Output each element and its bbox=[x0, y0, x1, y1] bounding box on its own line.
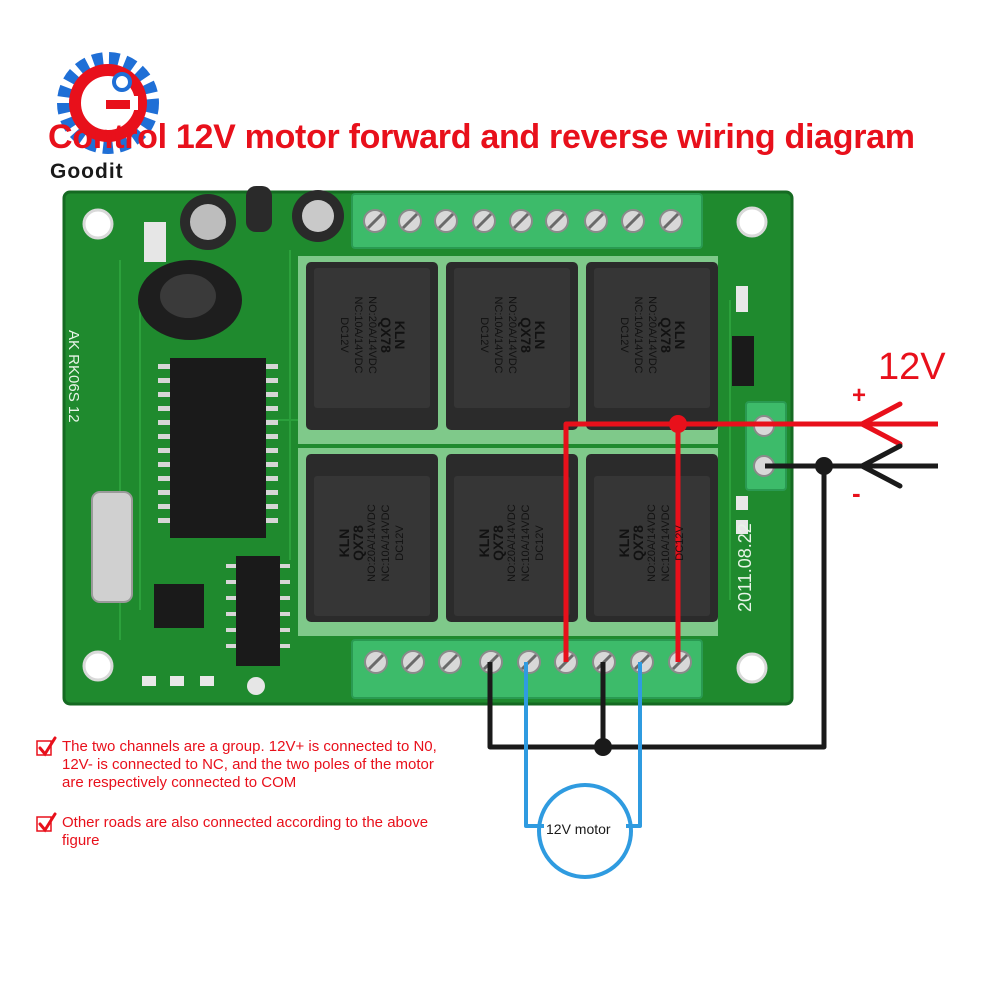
relay-board bbox=[62, 186, 794, 706]
relay-rating: NO:20A/14VDC bbox=[366, 504, 378, 582]
minus-label: - bbox=[852, 478, 861, 508]
relay-model: QX78 bbox=[630, 525, 646, 561]
negative-wire bbox=[487, 463, 938, 750]
goodit-logo bbox=[57, 52, 159, 154]
page-title: Control 12V motor forward and reverse wi… bbox=[48, 118, 915, 156]
relay-rating2: NC:10A/14VDC bbox=[380, 504, 392, 582]
voltage-label: 12V bbox=[878, 346, 946, 388]
negative-junction-right bbox=[815, 457, 833, 475]
board-silk-label: AK RK06S 12 bbox=[65, 330, 82, 423]
relay-rating2: NC:10A/14VDC bbox=[492, 296, 504, 374]
relay-brand: KLN bbox=[616, 528, 632, 558]
relay-brand: KLN bbox=[392, 320, 408, 350]
relay-brand: KLN bbox=[672, 320, 688, 350]
positive-wire bbox=[563, 421, 938, 662]
relay-model: QX78 bbox=[350, 525, 366, 561]
relay-block bbox=[298, 256, 718, 636]
positive-junction bbox=[669, 415, 687, 433]
terminal-block-top bbox=[351, 193, 703, 249]
relay-rating: NO:20A/14VDC bbox=[506, 296, 518, 374]
note-1-text: The two channels are a group. 12V+ is co… bbox=[62, 738, 437, 791]
relay-coil: DC12V bbox=[618, 317, 630, 353]
relay-rating: NO:20A/14VDC bbox=[506, 504, 518, 582]
relay-model: QX78 bbox=[658, 317, 674, 353]
note-2: Other roads are also connected according… bbox=[38, 814, 458, 850]
relay-rating2: NC:10A/14VDC bbox=[660, 504, 672, 582]
relay-rating2: NC:10A/14VDC bbox=[632, 296, 644, 374]
relay-brand: KLN bbox=[336, 528, 352, 558]
brand-name: Goodit bbox=[50, 160, 124, 183]
relay-coil: DC12V bbox=[478, 317, 490, 353]
check-icon bbox=[36, 736, 57, 757]
relay-coil: DC12V bbox=[674, 525, 686, 561]
note-1: The two channels are a group. 12V+ is co… bbox=[38, 738, 458, 792]
relay-coil: DC12V bbox=[394, 525, 406, 561]
note-2-text: Other roads are also connected according… bbox=[62, 814, 429, 849]
relay-coil: DC12V bbox=[338, 317, 350, 353]
relay-model: QX78 bbox=[378, 317, 394, 353]
positive-arrow bbox=[859, 401, 903, 447]
relay-rating2: NC:10A/14VDC bbox=[352, 296, 364, 374]
relay-coil: DC12V bbox=[534, 525, 546, 561]
relay-rating: NO:20A/14VDC bbox=[646, 296, 658, 374]
power-terminal bbox=[745, 401, 787, 491]
negative-arrow bbox=[859, 443, 903, 489]
check-icon bbox=[36, 812, 57, 833]
motor-symbol bbox=[537, 783, 633, 879]
plus-label: + bbox=[852, 382, 867, 409]
relay-rating: NO:20A/14VDC bbox=[366, 296, 378, 374]
relay-brand: KLN bbox=[532, 320, 548, 350]
relay-brand: KLN bbox=[476, 528, 492, 558]
relay-model: QX78 bbox=[518, 317, 534, 353]
relay-model: QX78 bbox=[490, 525, 506, 561]
relay-rating: NO:20A/14VDC bbox=[646, 504, 658, 582]
board-date-label: 2011.08.22 bbox=[735, 523, 755, 612]
relay-rating2: NC:10A/14VDC bbox=[520, 504, 532, 582]
motor-label: 12V motor bbox=[546, 821, 611, 837]
negative-junction-bottom bbox=[594, 738, 612, 756]
